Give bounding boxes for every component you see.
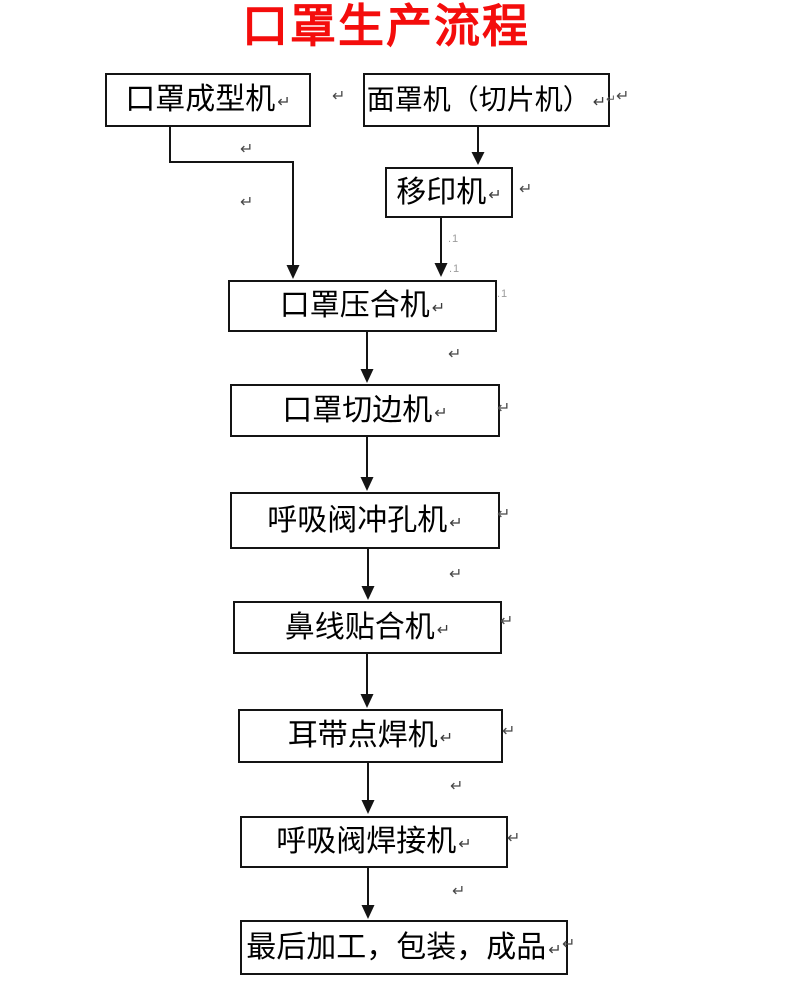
- paragraph-mark-icon: ↵: [240, 141, 254, 158]
- flow-node-final-processing-packaging: 最后加工，包装，成品↵: [240, 920, 568, 975]
- paragraph-mark-icon: ↵: [458, 836, 472, 853]
- flow-node-pad-printing-machine: 移印机↵: [385, 167, 513, 218]
- node-label: 呼吸阀焊接机: [276, 825, 457, 858]
- arrow-nosewire-to-earstrap: [360, 654, 374, 708]
- flow-node-mask-forming-machine: 口罩成型机↵: [105, 73, 311, 127]
- paragraph-mark-icon: ↵: [548, 941, 562, 959]
- paragraph-mark-icon: ↵: [240, 194, 254, 211]
- node-label: 口罩成型机: [125, 83, 276, 116]
- arrow-forming-to-pressing: [169, 127, 300, 279]
- arrow-padprint-to-pressing: [434, 218, 448, 277]
- paragraph-mark-icon: ↵: [332, 88, 346, 105]
- paragraph-mark-icon: ↵: [500, 613, 514, 630]
- arrow-pressing-to-cutting: [360, 332, 374, 383]
- paragraph-mark-icon: ↵: [452, 883, 466, 900]
- node-label: 呼吸阀冲孔机: [267, 503, 448, 537]
- flow-node-mask-pressing-machine: 口罩压合机↵: [228, 280, 497, 332]
- faint-anchor-mark: .1: [449, 263, 461, 275]
- flow-node-nose-wire-laminating-machine: 鼻线贴合机↵: [233, 601, 502, 654]
- page-title: 口罩生产流程: [242, 0, 530, 53]
- flow-node-breathing-valve-punching-machine: 呼吸阀冲孔机↵: [230, 492, 500, 549]
- paragraph-mark-icon: ↵: [507, 830, 521, 847]
- paragraph-mark-icon: ↵: [450, 778, 464, 795]
- faint-anchor-mark: .1: [448, 233, 460, 245]
- node-label: 鼻线贴合机: [284, 610, 435, 644]
- node-label: 面罩机（切片机）: [366, 84, 591, 115]
- node-label: 最后加工，包装，成品: [246, 930, 547, 964]
- paragraph-mark-icon: ↵: [434, 404, 448, 422]
- node-label: 口罩压合机: [279, 289, 430, 322]
- paragraph-mark-icon: ↵: [562, 936, 576, 953]
- arrow-earstrap-to-valveweld: [361, 763, 375, 814]
- paragraph-mark-icon: ↵: [497, 400, 511, 417]
- arrow-punching-to-nosewire: [361, 549, 375, 600]
- paragraph-mark-icon: ↵: [448, 346, 462, 363]
- node-label: 口罩切边机: [282, 393, 433, 427]
- paragraph-mark-icon: ↵: [519, 181, 533, 198]
- node-label: 移印机: [396, 175, 487, 209]
- paragraph-mark-icon: ↵: [502, 723, 516, 740]
- paragraph-mark-icon: ↵: [606, 92, 617, 106]
- arrow-valveweld-to-final: [361, 868, 375, 919]
- flow-node-mask-edge-cutting-machine: 口罩切边机↵: [230, 384, 500, 437]
- arrow-facemask-to-padprint: [471, 127, 485, 165]
- paragraph-mark-icon: ↵: [439, 730, 454, 747]
- paragraph-mark-icon: ↵: [449, 514, 463, 532]
- paragraph-mark-icon: ↵: [497, 506, 511, 523]
- flow-node-breathing-valve-welding-machine: 呼吸阀焊接机↵: [240, 816, 508, 868]
- paragraph-mark-icon: ↵: [449, 566, 463, 583]
- paragraph-mark-icon: ↵: [488, 186, 502, 204]
- paragraph-mark-icon: ↵: [592, 94, 607, 111]
- paragraph-mark-icon: ↵: [277, 94, 291, 111]
- node-label: 耳带点焊机: [287, 719, 438, 752]
- paragraph-mark-icon: ↵: [436, 621, 451, 639]
- arrow-cutting-to-punching: [360, 437, 374, 491]
- flow-node-ear-strap-spot-welding-machine: 耳带点焊机↵: [238, 709, 503, 763]
- paragraph-mark-icon: ↵: [616, 88, 630, 105]
- paragraph-mark-icon: ↵: [431, 300, 446, 317]
- faint-anchor-mark: .1: [497, 288, 509, 300]
- flow-node-face-mask-machine-slicer: 面罩机（切片机）↵: [363, 73, 610, 127]
